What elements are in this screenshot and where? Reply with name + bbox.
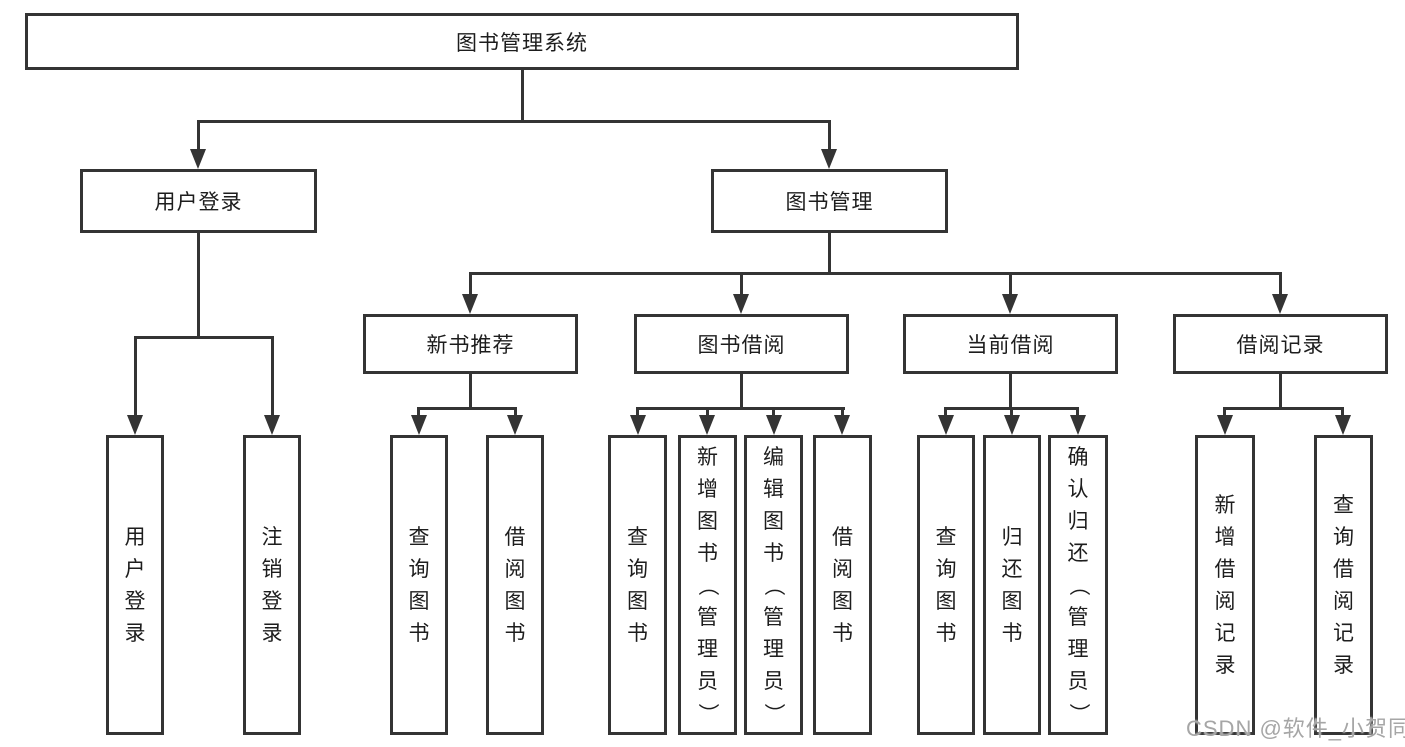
leaf-rec-query-books: 查询图书 xyxy=(390,435,448,735)
arrowhead-br-add xyxy=(1217,415,1233,435)
edge-root-stem xyxy=(521,69,524,121)
leaf-rec-borrow-books: 借阅图书 xyxy=(486,435,544,735)
arrowhead-rec-borrow xyxy=(507,415,523,435)
node-book-mgmt-label: 图书管理 xyxy=(785,191,874,214)
edge-drop-current xyxy=(1009,272,1012,296)
leaf-cb-confirm-return-admin: 确认归还（管理员） xyxy=(1048,435,1108,735)
edge-borrow-stem xyxy=(740,374,743,407)
edge-root-branch xyxy=(197,120,831,123)
leaf-br-query-record-label: 查询借阅记录 xyxy=(1333,493,1354,677)
arrowhead-book-mgmt xyxy=(821,149,837,169)
arrowhead-bb-edit xyxy=(766,415,782,435)
node-current-borrow-label: 当前借阅 xyxy=(966,334,1055,357)
edge-drop-bb-query xyxy=(636,407,639,419)
leaf-br-query-record: 查询借阅记录 xyxy=(1314,435,1373,735)
edge-drop-user-login xyxy=(197,120,200,151)
edge-drop-br-add xyxy=(1223,407,1226,419)
arrowhead-bb-query xyxy=(630,415,646,435)
arrowhead-rec-query xyxy=(411,415,427,435)
leaf-bb-edit-books-admin-label: 编辑图书（管理员） xyxy=(762,445,785,724)
edge-drop-rec-borrow xyxy=(514,407,517,419)
edge-drop-book-mgmt xyxy=(828,120,831,151)
edge-drop-bb-borrow xyxy=(841,407,844,419)
node-user-login: 用户登录 xyxy=(80,169,317,233)
arrowhead-user-login xyxy=(190,149,206,169)
leaf-cb-query-books-label: 查询图书 xyxy=(935,525,957,645)
leaf-cb-return-books: 归还图书 xyxy=(983,435,1041,735)
leaf-logout: 注销登录 xyxy=(243,435,301,735)
leaf-br-add-record: 新增借阅记录 xyxy=(1195,435,1255,735)
arrowhead-records xyxy=(1272,294,1288,314)
edge-mgmt-branch xyxy=(469,272,1282,275)
edge-drop-bb-edit xyxy=(772,407,775,419)
edge-login-stem xyxy=(197,233,200,336)
edge-records-branch xyxy=(1223,407,1344,410)
node-user-login-label: 用户登录 xyxy=(154,191,243,214)
leaf-bb-edit-books-admin: 编辑图书（管理员） xyxy=(744,435,803,735)
edge-borrow-branch xyxy=(636,407,845,410)
node-root-label: 图书管理系统 xyxy=(456,31,588,55)
leaf-cb-confirm-return-admin-label: 确认归还（管理员） xyxy=(1066,445,1090,724)
edge-drop-records xyxy=(1279,272,1282,296)
node-book-borrow: 图书借阅 xyxy=(634,314,849,374)
arrowhead-leaf-logout xyxy=(264,415,280,435)
arrowhead-cb-return xyxy=(1004,415,1020,435)
edge-current-stem xyxy=(1009,374,1012,407)
leaf-bb-borrow-books: 借阅图书 xyxy=(813,435,872,735)
edge-drop-rec-query xyxy=(417,407,420,419)
arrowhead-rec xyxy=(462,294,478,314)
leaf-rec-query-books-label: 查询图书 xyxy=(408,525,430,645)
edge-rec-stem xyxy=(469,374,472,407)
leaf-rec-borrow-books-label: 借阅图书 xyxy=(504,525,526,645)
edge-drop-cb-confirm xyxy=(1076,407,1079,419)
edge-drop-cb-return xyxy=(1010,407,1013,419)
edge-drop-rec xyxy=(469,272,472,296)
leaf-user-login: 用户登录 xyxy=(106,435,164,735)
edge-drop-br-query xyxy=(1341,407,1344,419)
arrowhead-current xyxy=(1002,294,1018,314)
edge-drop-leaf-logout xyxy=(271,336,274,417)
node-borrow-records: 借阅记录 xyxy=(1173,314,1388,374)
leaf-logout-label: 注销登录 xyxy=(261,525,283,645)
edge-rec-branch xyxy=(417,407,517,410)
node-new-book-rec: 新书推荐 xyxy=(363,314,578,374)
node-borrow-records-label: 借阅记录 xyxy=(1236,334,1325,357)
node-new-book-rec-label: 新书推荐 xyxy=(426,334,515,357)
leaf-bb-add-books-admin: 新增图书（管理员） xyxy=(678,435,737,735)
arrowhead-br-query xyxy=(1335,415,1351,435)
arrowhead-cb-confirm xyxy=(1070,415,1086,435)
edge-drop-bb-add xyxy=(706,407,709,419)
leaf-br-add-record-label: 新增借阅记录 xyxy=(1214,493,1236,677)
arrowhead-borrow xyxy=(733,294,749,314)
leaf-bb-query-books-label: 查询图书 xyxy=(627,525,648,645)
arrowhead-bb-add xyxy=(699,415,715,435)
leaf-bb-add-books-admin-label: 新增图书（管理员） xyxy=(696,445,719,724)
edge-drop-cb-query xyxy=(944,407,947,419)
arrowhead-cb-query xyxy=(938,415,954,435)
leaf-bb-borrow-books-label: 借阅图书 xyxy=(832,525,853,645)
edge-login-branch xyxy=(134,336,274,339)
edge-drop-borrow xyxy=(740,272,743,296)
edge-drop-leaf-login xyxy=(134,336,137,417)
arrowhead-bb-borrow xyxy=(834,415,850,435)
node-root-system: 图书管理系统 xyxy=(25,13,1019,70)
node-book-mgmt: 图书管理 xyxy=(711,169,948,233)
arrowhead-leaf-login xyxy=(127,415,143,435)
watermark: CSDN @软件_小贺同学 xyxy=(1186,716,1405,741)
leaf-cb-query-books: 查询图书 xyxy=(917,435,975,735)
node-book-borrow-label: 图书借阅 xyxy=(697,334,786,357)
leaf-bb-query-books: 查询图书 xyxy=(608,435,667,735)
leaf-user-login-label: 用户登录 xyxy=(124,525,146,645)
node-current-borrow: 当前借阅 xyxy=(903,314,1118,374)
leaf-cb-return-books-label: 归还图书 xyxy=(1001,525,1023,645)
edge-records-stem xyxy=(1279,374,1282,407)
edge-mgmt-stem xyxy=(828,233,831,275)
